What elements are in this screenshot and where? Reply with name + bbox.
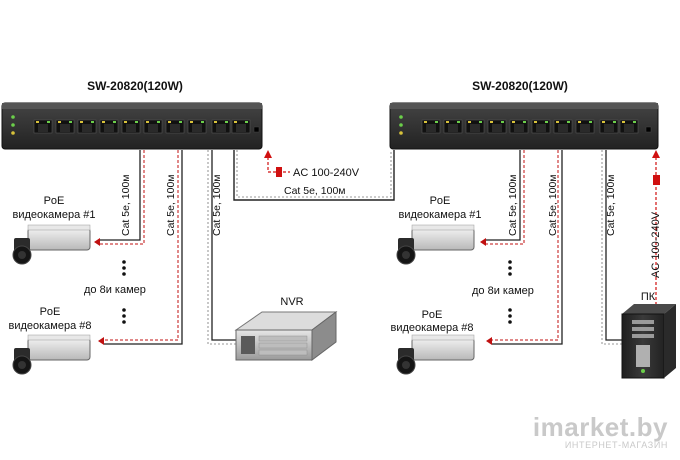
watermark: imarket.by ИНТЕРНЕТ-МАГАЗИН — [533, 412, 668, 450]
right-camera-1-line1: PoE — [430, 195, 451, 207]
pc-tower-icon — [621, 304, 676, 379]
power-plug-icon — [653, 175, 660, 185]
camera-icon — [12, 224, 91, 265]
right-cable-label-1: Cat 5e, 100м — [507, 174, 519, 236]
left-camera-1-line1: PoE — [44, 195, 65, 207]
power-right — [652, 150, 660, 330]
power-left-label: AC 100-240V — [293, 167, 360, 179]
left-cameras-between-label: до 8и камер — [84, 284, 146, 296]
power-right-label: AC 100-240V — [650, 211, 662, 278]
left-cable-label-1: Cat 5e, 100м — [120, 174, 132, 236]
uplink-cable — [233, 150, 395, 201]
left-camera-cables — [94, 150, 183, 345]
left-camera-1-line2: видеокамера #1 — [12, 209, 95, 221]
left-camera-8-line1: PoE — [40, 306, 61, 318]
watermark-brand: imarket.by — [532, 412, 668, 442]
pc-label: ПК — [641, 291, 656, 303]
right-camera-8-line1: PoE — [422, 309, 443, 321]
dots-icon — [508, 260, 512, 324]
pc-cable — [601, 150, 624, 345]
left-camera-8-line2: видеокамера #8 — [8, 320, 91, 332]
nvr-label: NVR — [280, 296, 303, 308]
switch-right-title: SW-20820(120W) — [472, 79, 568, 93]
uplink-cable-label: Cat 5e, 100м — [284, 185, 346, 197]
switch-left-title: SW-20820(120W) — [87, 79, 183, 93]
switch-left — [1, 102, 263, 150]
nvr-cable — [207, 150, 236, 345]
right-cable-label-2: Cat 5e, 100м — [547, 174, 559, 236]
camera-icon — [396, 334, 475, 375]
right-cameras-between-label: до 8и камер — [472, 285, 534, 297]
right-camera-cables — [480, 150, 563, 345]
power-left — [264, 150, 290, 177]
nvr-icon — [234, 311, 338, 361]
right-camera-1-line2: видеокамера #1 — [398, 209, 481, 221]
watermark-sub: ИНТЕРНЕТ-МАГАЗИН — [564, 440, 668, 450]
switch-right-status-leds — [399, 115, 403, 135]
camera-icon — [396, 224, 475, 265]
left-cable-label-3: Cat 5e, 100м — [211, 174, 223, 236]
power-plug-icon — [276, 167, 282, 177]
camera-icon — [12, 334, 91, 375]
switch-right — [389, 102, 659, 150]
right-cable-label-3: Cat 5e, 100м — [605, 174, 617, 236]
dots-icon — [122, 260, 126, 324]
left-cable-label-2: Cat 5e, 100м — [165, 174, 177, 236]
switch-left-status-leds — [11, 115, 15, 135]
right-camera-8-line2: видеокамера #8 — [390, 322, 473, 334]
